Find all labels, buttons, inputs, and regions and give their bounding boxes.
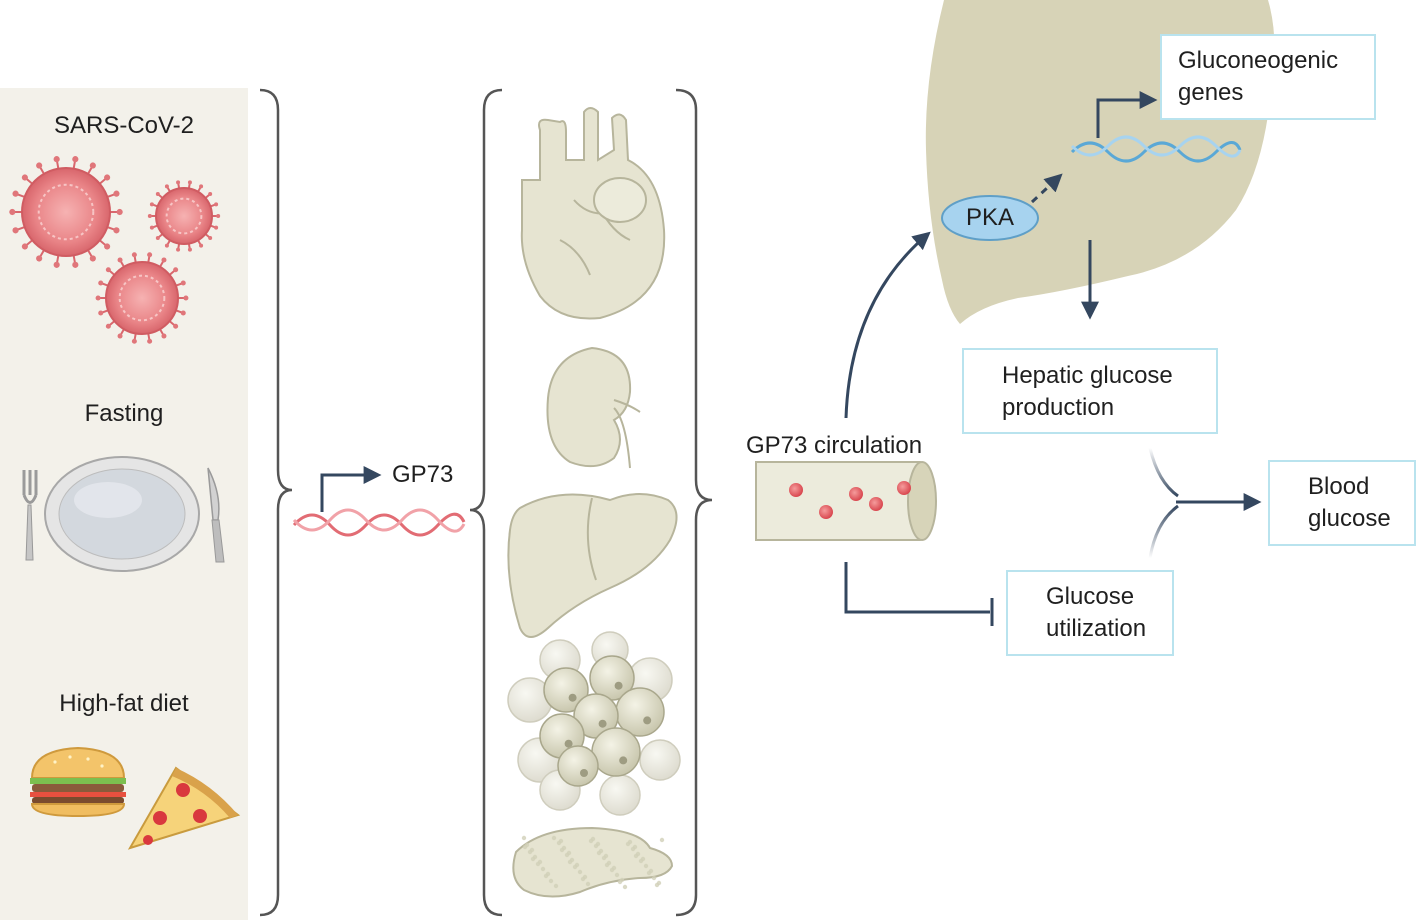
burger-icon xyxy=(30,746,126,818)
fasting-label: Fasting xyxy=(84,400,164,427)
kidney-icon xyxy=(546,346,641,469)
pka-label: PKA xyxy=(965,204,1015,231)
sars-cov-2-virus-icons xyxy=(9,156,221,344)
pka-activation-arrow xyxy=(1030,173,1063,204)
glucose-utilization-line2: utilization xyxy=(1046,615,1147,642)
gluconeogenic-genes-box: Gluconeogenic genes xyxy=(1160,34,1376,120)
hepatic-glucose-box: Hepatic glucose production xyxy=(962,348,1218,434)
glucose-utilization-box: Glucose utilization xyxy=(1006,570,1174,656)
brace-mid-close xyxy=(675,88,713,917)
hepatic-glucose-line2: production xyxy=(1002,394,1115,421)
utilization-merge-curve xyxy=(1148,504,1179,559)
heart-icon xyxy=(520,107,666,320)
plate-cutlery-icon xyxy=(22,456,225,572)
sars-cov-2-label: SARS-CoV-2 xyxy=(53,112,195,139)
blood-glucose-line1: Blood xyxy=(1308,473,1370,500)
adipose-cells-icon xyxy=(507,631,681,816)
circulation-to-liver-arrow xyxy=(844,231,931,419)
blood-glucose-box: Blood glucose xyxy=(1268,460,1416,546)
pancreas-icon xyxy=(512,826,674,898)
gp73-circulation-label: GP73 circulation xyxy=(746,432,923,459)
brace-left xyxy=(259,88,293,917)
liver-icon xyxy=(507,493,678,638)
inhibition-line xyxy=(844,562,990,614)
glucose-utilization-line1: Glucose xyxy=(1046,583,1135,610)
gp73-transcription-arrow xyxy=(320,466,382,512)
gluconeogenic-genes-line1: Gluconeogenic xyxy=(1178,47,1339,74)
blood-glucose-line2: glucose xyxy=(1308,505,1391,532)
gp73-label: GP73 xyxy=(392,461,454,488)
gluconeogenic-transcription-arrow xyxy=(1096,91,1158,138)
gluconeogenic-dna xyxy=(1070,135,1242,163)
gp73-gene-dna xyxy=(292,508,466,537)
hepatic-glucose-line1: Hepatic glucose xyxy=(1002,362,1173,389)
gluconeogenic-genes-line2: genes xyxy=(1178,79,1244,106)
blood-vessel-icon xyxy=(755,461,937,541)
pka-ellipse xyxy=(941,195,1039,241)
brace-mid-open xyxy=(469,88,503,917)
high-fat-diet-label: High-fat diet xyxy=(59,690,189,717)
pizza-icon xyxy=(127,766,241,850)
hepatic-merge-curve xyxy=(1148,447,1179,498)
